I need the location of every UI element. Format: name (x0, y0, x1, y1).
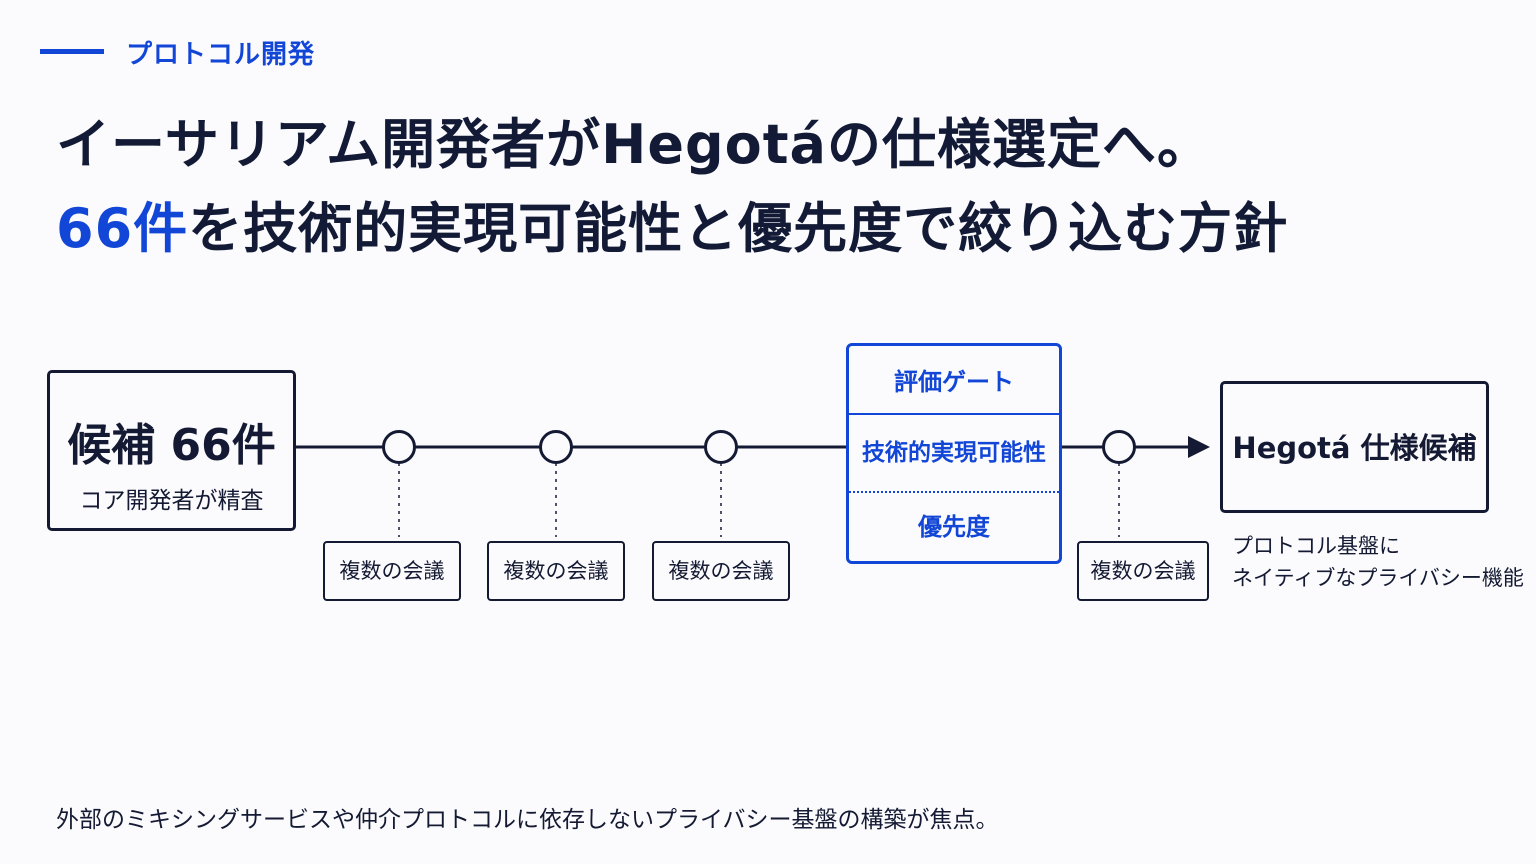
evaluation-gate: 評価ゲート 技術的実現可能性 優先度 (846, 343, 1062, 564)
candidates-subtitle: コア開発者が精査 (79, 488, 264, 514)
gate-criterion-priority: 優先度 (918, 513, 990, 541)
candidates-count: 候補 66件 (67, 420, 276, 471)
gate-dotted-divider (849, 491, 1059, 493)
milestone-node-3 (704, 430, 738, 464)
milestone-node-4 (1102, 430, 1136, 464)
meeting-box-1: 複数の会議 (323, 541, 461, 601)
kicker-accent-bar (40, 49, 104, 54)
gate-title: 評価ゲート (894, 368, 1014, 396)
result-box: Hegotá 仕様候補 (1220, 381, 1489, 513)
result-note-line-2: ネイティブなプライバシー機能 (1232, 566, 1524, 590)
headline-count-accent: 66件 (56, 197, 189, 260)
gate-divider (849, 413, 1059, 415)
headline-line-2-rest: を技術的実現可能性と優先度で絞り込む方針 (188, 197, 1289, 260)
arrow-head-icon (1188, 436, 1210, 458)
meeting-box-3: 複数の会議 (652, 541, 790, 601)
headline-line-2: 66件を技術的実現可能性と優先度で絞り込む方針 (56, 184, 1288, 263)
headline-line-1: イーサリアム開発者がHegotáの仕様選定へ。 (56, 113, 1212, 176)
milestone-node-2 (539, 430, 573, 464)
result-note-line-1: プロトコル基盤に (1232, 534, 1400, 558)
section-kicker: プロトコル開発 (126, 40, 316, 70)
meeting-box-2: 複数の会議 (487, 541, 625, 601)
gate-criterion-feasibility: 技術的実現可能性 (862, 440, 1046, 466)
meeting-box-4: 複数の会議 (1077, 541, 1209, 601)
milestone-node-1 (382, 430, 416, 464)
result-note: プロトコル基盤に ネイティブなプライバシー機能 (1232, 530, 1524, 594)
footer-caption: 外部のミキシングサービスや仲介プロトコルに依存しないプライバシー基盤の構築が焦点… (56, 807, 999, 833)
candidates-box: 候補 66件 コア開発者が精査 (47, 370, 296, 531)
